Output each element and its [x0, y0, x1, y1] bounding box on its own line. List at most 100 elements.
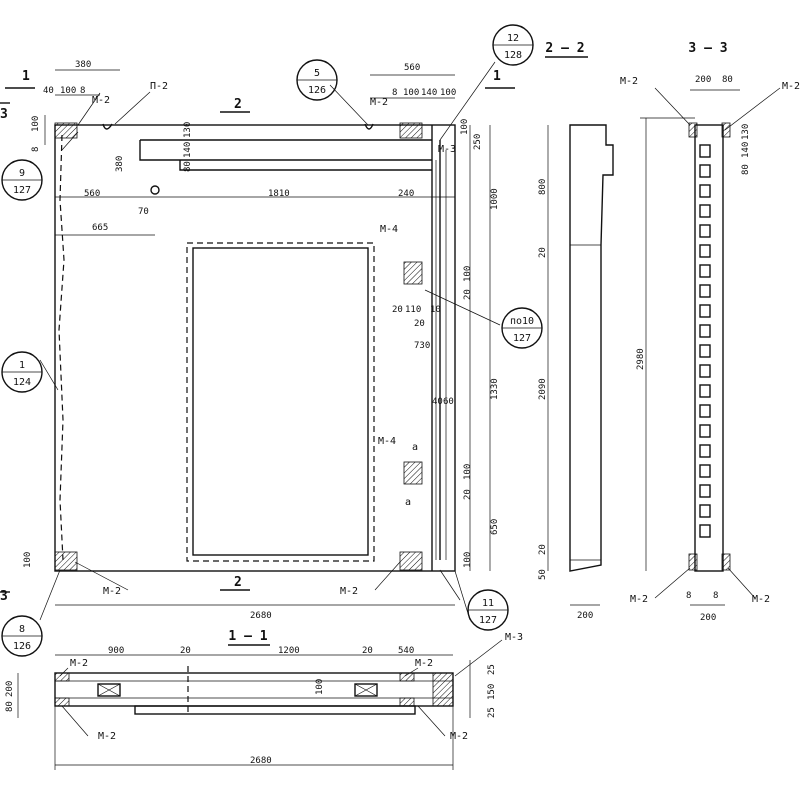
svg-text:100: 100	[315, 679, 325, 695]
svg-text:140: 140	[421, 88, 437, 98]
shear-key	[699, 144, 711, 158]
svg-text:730: 730	[414, 341, 430, 351]
svg-text:127: 127	[479, 615, 497, 626]
dimensions: 380 40 100 8 560 8 100 140 100 560 1810 …	[5, 60, 751, 766]
label-m4: М-4	[378, 436, 396, 447]
svg-text:127: 127	[513, 333, 531, 344]
shear-key	[699, 164, 711, 178]
svg-text:650: 650	[490, 519, 500, 535]
shear-key	[699, 464, 711, 478]
svg-text:8: 8	[686, 591, 691, 601]
svg-text:127: 127	[13, 185, 31, 196]
shear-key	[699, 324, 711, 338]
svg-text:60: 60	[443, 397, 454, 407]
svg-text:560: 560	[404, 63, 420, 73]
svg-text:20: 20	[463, 289, 473, 300]
svg-text:25: 25	[487, 707, 497, 718]
svg-text:665: 665	[92, 223, 108, 233]
cut-mark-3-top: 3	[0, 107, 8, 122]
svg-text:1330: 1330	[490, 378, 500, 400]
shear-key	[699, 184, 711, 198]
svg-text:25: 25	[487, 664, 497, 675]
shear-key	[699, 284, 711, 298]
svg-text:200: 200	[695, 75, 711, 85]
label-m2: М-2	[415, 658, 433, 669]
svg-text:12: 12	[507, 33, 519, 44]
shear-key	[699, 364, 711, 378]
svg-text:5: 5	[314, 68, 320, 79]
embed-plate-m4	[403, 461, 423, 485]
svg-text:250: 250	[473, 134, 483, 150]
svg-text:20: 20	[538, 544, 548, 555]
svg-text:540: 540	[398, 646, 414, 656]
svg-text:70: 70	[138, 207, 149, 217]
svg-text:40: 40	[432, 397, 443, 407]
svg-text:128: 128	[504, 50, 522, 61]
svg-text:200: 200	[5, 681, 15, 697]
label-m2: М-2	[752, 594, 770, 605]
shear-key	[699, 244, 711, 258]
shear-key	[699, 384, 711, 398]
svg-text:2680: 2680	[250, 611, 272, 621]
embed-plate-m4	[403, 261, 423, 285]
svg-text:124: 124	[13, 377, 31, 388]
svg-text:1200: 1200	[278, 646, 300, 656]
svg-text:380: 380	[75, 60, 91, 70]
svg-text:80: 80	[741, 164, 751, 175]
svg-text:40: 40	[43, 86, 54, 96]
label-a: а	[405, 497, 411, 508]
cut-mark-3-bottom: 3	[0, 589, 8, 604]
svg-text:11: 11	[482, 598, 494, 609]
ref-bubble-11: 11 127	[467, 589, 509, 631]
svg-text:20: 20	[414, 319, 425, 329]
label-m2: М-2	[630, 594, 648, 605]
svg-text:380: 380	[115, 156, 125, 172]
cut-mark-2-top: 2	[234, 97, 242, 112]
embed-plate-m2	[399, 551, 423, 571]
shear-key	[699, 524, 711, 538]
svg-text:10: 10	[430, 305, 441, 315]
svg-text:1810: 1810	[268, 189, 290, 199]
svg-text:100: 100	[460, 119, 470, 135]
label-m2: М-2	[103, 586, 121, 597]
svg-text:126: 126	[308, 85, 326, 96]
svg-text:200: 200	[577, 611, 593, 621]
svg-text:1: 1	[19, 360, 25, 371]
shear-key	[699, 484, 711, 498]
svg-text:2980: 2980	[636, 348, 646, 370]
svg-text:20: 20	[463, 489, 473, 500]
main-elevation	[0, 61, 515, 621]
ref-bubble-po10: по10 127	[501, 307, 543, 349]
ref-bubble-12: 12 128	[492, 24, 534, 66]
svg-text:20: 20	[180, 646, 191, 656]
shear-key	[699, 344, 711, 358]
svg-text:100: 100	[440, 88, 456, 98]
svg-text:130: 130	[741, 124, 751, 140]
svg-text:560: 560	[84, 189, 100, 199]
cut-mark-1-left: 1	[22, 69, 30, 84]
section-title-1-1: 1 — 1	[228, 629, 267, 644]
ref-bubble-5: 5 126	[296, 59, 338, 101]
svg-text:100: 100	[23, 552, 33, 568]
section-3-3	[640, 87, 781, 606]
shear-key	[699, 504, 711, 518]
embed-plate-m3	[432, 672, 454, 707]
shear-key	[699, 444, 711, 458]
section-title-2-2: 2 — 2	[545, 41, 584, 56]
label-m3: М-3	[438, 144, 456, 155]
svg-text:2090: 2090	[538, 378, 548, 400]
shear-key	[699, 264, 711, 278]
svg-text:80: 80	[722, 75, 733, 85]
svg-text:110: 110	[405, 305, 421, 315]
label-m2: М-2	[70, 658, 88, 669]
svg-text:8: 8	[392, 88, 397, 98]
svg-text:8: 8	[713, 591, 718, 601]
embed-plate-m2	[54, 551, 78, 571]
svg-text:100: 100	[403, 88, 419, 98]
cut-mark-1-right: 1	[493, 69, 501, 84]
svg-text:2680: 2680	[250, 756, 272, 766]
svg-text:1000: 1000	[490, 188, 500, 210]
label-m2: М-2	[370, 97, 388, 108]
svg-text:20: 20	[362, 646, 373, 656]
